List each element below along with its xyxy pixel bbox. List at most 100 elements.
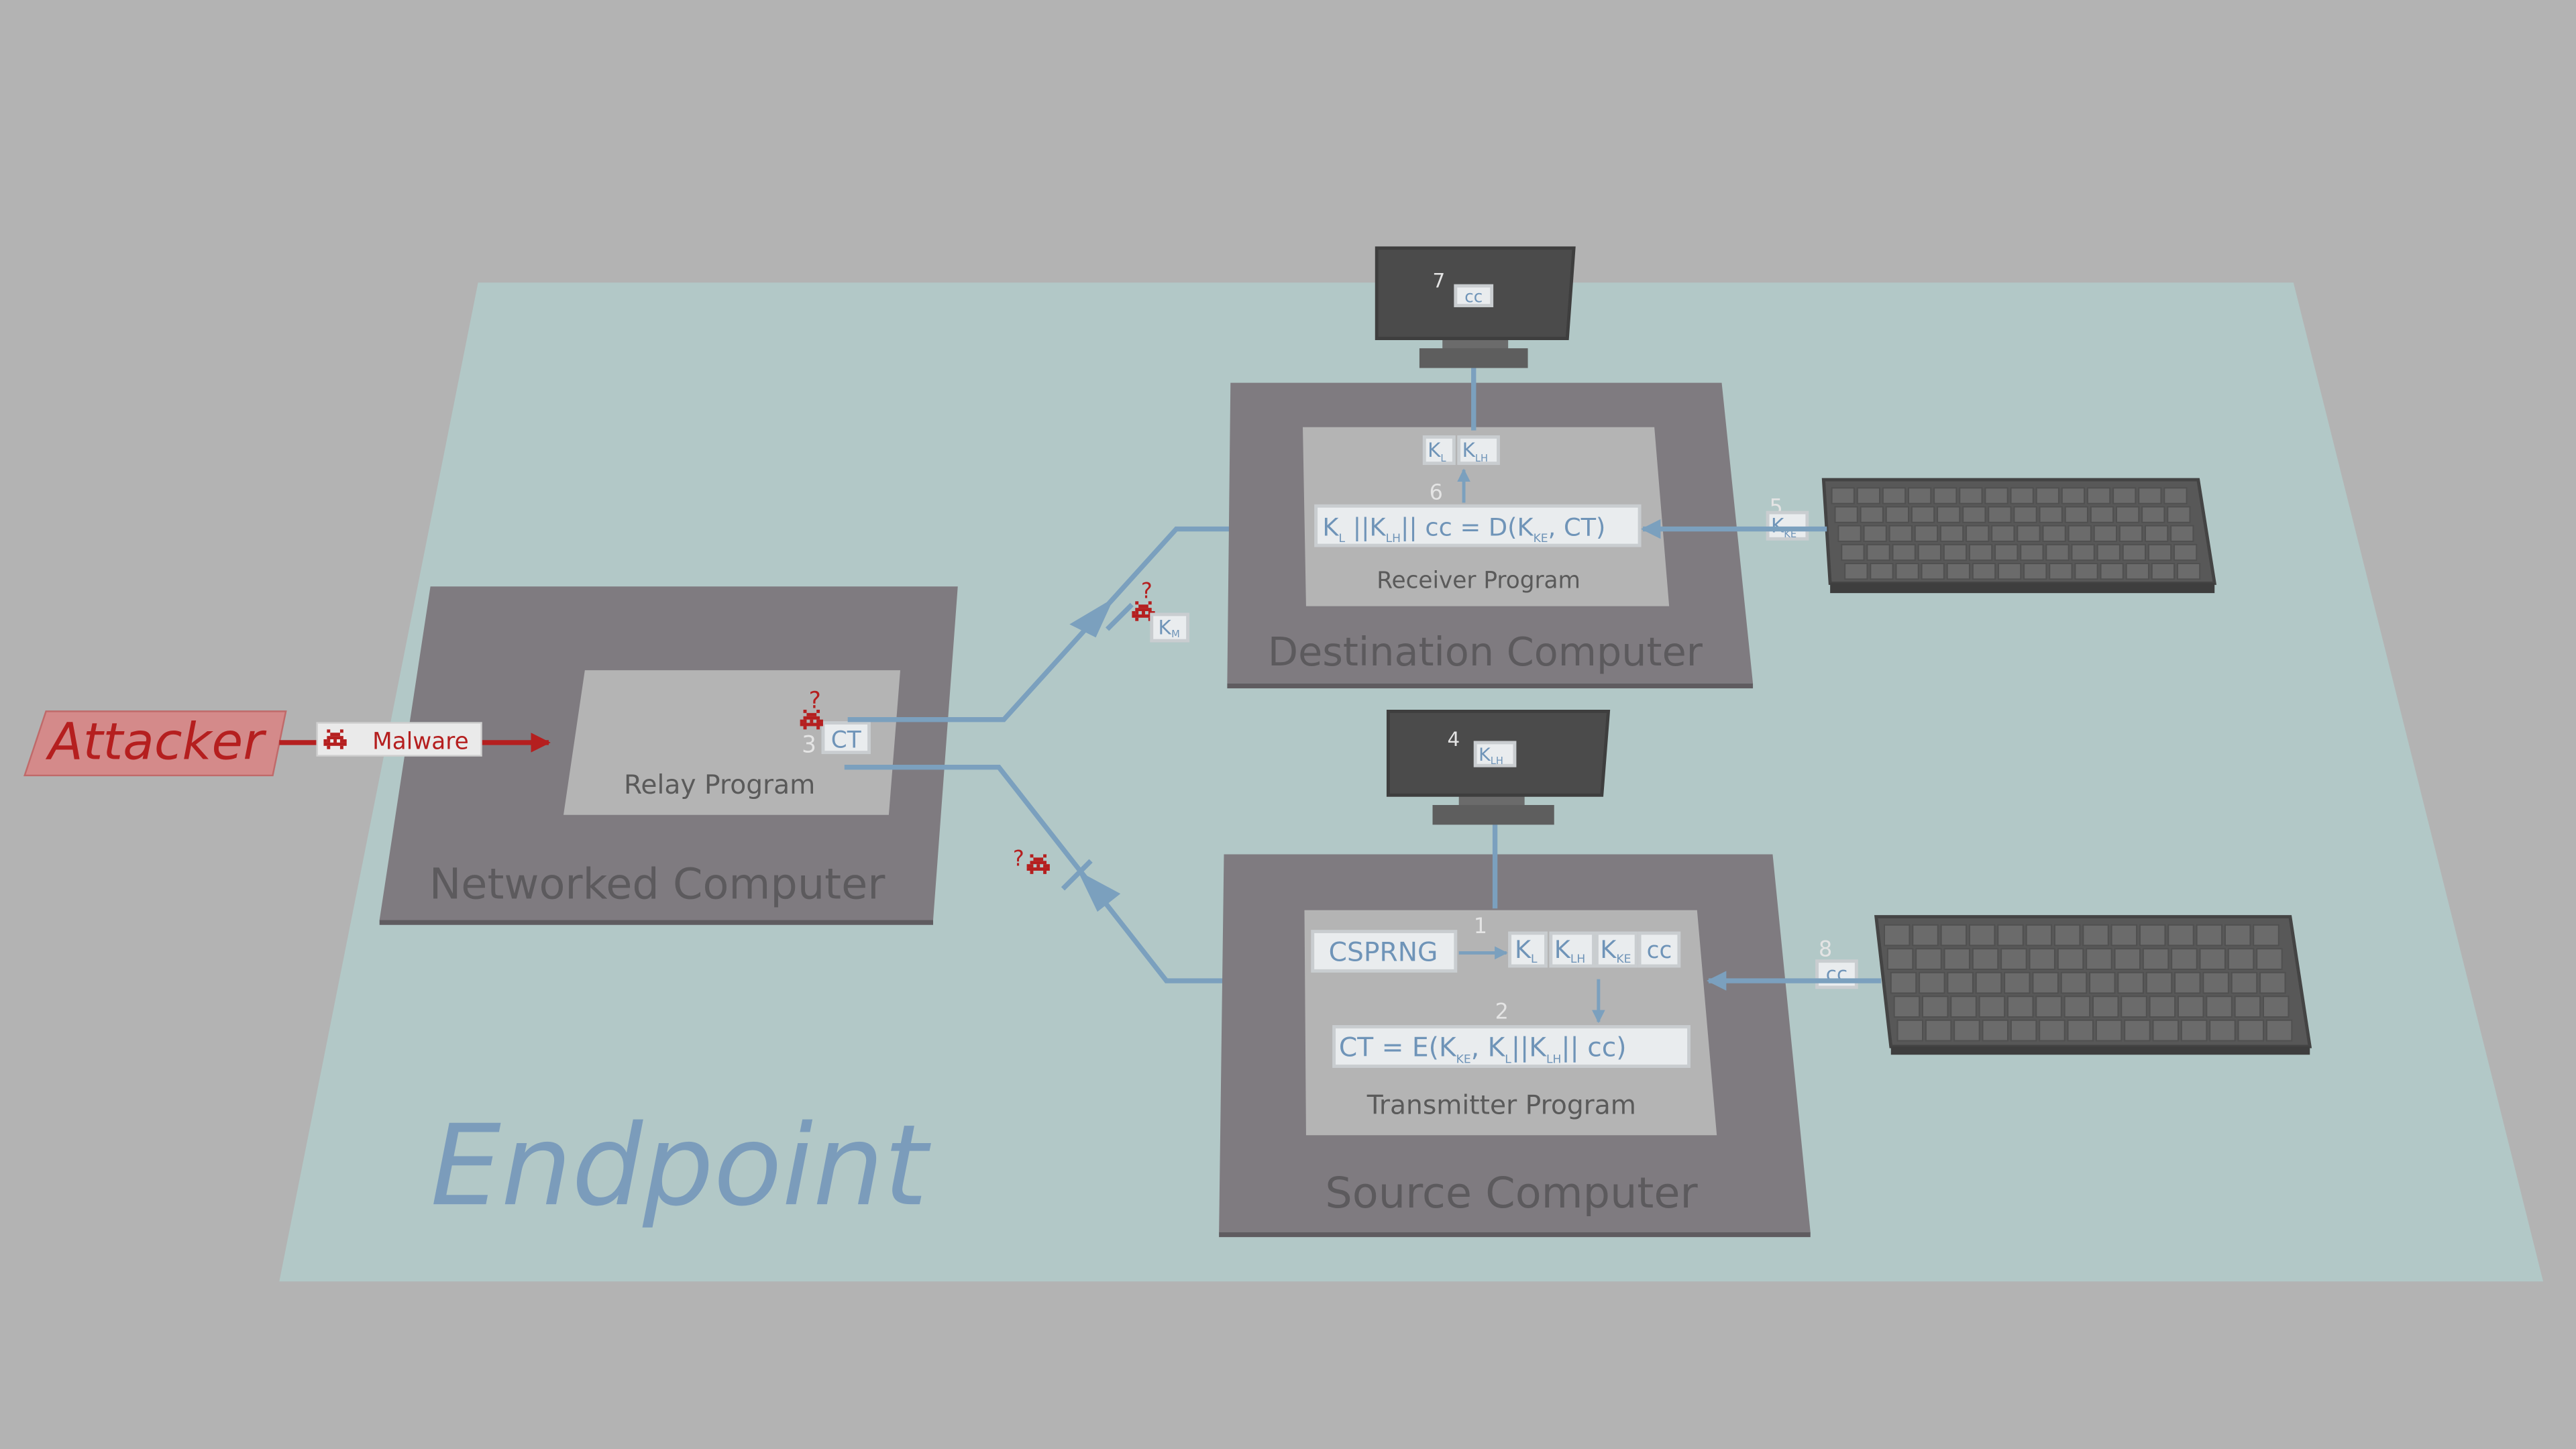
src-cc-chip xyxy=(1638,931,1681,968)
keyboard-key xyxy=(2117,971,2144,994)
keyboard-key xyxy=(1892,543,1916,561)
keyboard-key xyxy=(1866,543,1890,561)
keyboard-key xyxy=(1978,996,2006,1018)
keyboard-key xyxy=(2096,543,2121,561)
keyboard-key xyxy=(1856,487,1880,504)
keyboard-key xyxy=(2121,996,2147,1018)
csprng-text: CSPRNG xyxy=(1329,938,1438,968)
keyboard-key xyxy=(2199,948,2226,970)
keyboard-key xyxy=(2227,948,2255,970)
keyboard-key xyxy=(1922,996,1949,1018)
keyboard-key xyxy=(2000,948,2027,970)
keyboard-key xyxy=(1831,487,1855,504)
keyboard-key xyxy=(2237,1019,2264,1042)
keyboard-key xyxy=(2147,543,2172,561)
source-keyboard: 8 cc xyxy=(1707,915,2312,1055)
keyboard-key xyxy=(2152,1019,2179,1042)
keyboard-key xyxy=(1844,563,1868,580)
keyboard-key xyxy=(2045,543,2070,561)
keyboard-key xyxy=(2196,924,2223,947)
keyboard-key xyxy=(2061,487,2086,504)
keyboard-key xyxy=(2145,971,2173,994)
keyboard-key xyxy=(1968,924,1996,947)
keyboard-key xyxy=(1908,487,1932,504)
keyboard-key xyxy=(1912,924,1939,947)
keyboard-key xyxy=(1890,971,1917,994)
keyboard-key xyxy=(2167,924,2194,947)
keyboard-key xyxy=(2116,506,2140,523)
keyboard-key xyxy=(2142,948,2169,970)
receiver-program-label: Receiver Program xyxy=(1377,568,1580,594)
keyboard-key xyxy=(1919,971,1945,994)
keyboard-key xyxy=(2202,971,2229,994)
encrypt-formula: CT = E(KKE, KL||KLH|| cc) xyxy=(1339,1033,1627,1067)
monitor-cc-chip xyxy=(1454,284,1494,307)
keyboard-key xyxy=(1914,525,1939,542)
keyboard-key xyxy=(2082,924,2109,947)
diode-forward-arrow xyxy=(1069,598,1114,638)
keyboard-key xyxy=(1911,506,1935,523)
keyboard-key xyxy=(1975,971,2002,994)
keyboard-key xyxy=(1863,525,1887,542)
keyboard-key xyxy=(2145,525,2169,542)
keyboard-key xyxy=(1837,525,1862,542)
keyboard-key xyxy=(2013,506,2037,523)
keyboard-key xyxy=(2068,525,2092,542)
keyboard-key xyxy=(1933,487,1957,504)
destination-computer-title: Destination Computer xyxy=(1268,629,1703,675)
malware-chip xyxy=(316,722,482,757)
keyboard-key xyxy=(1937,506,1961,523)
keyboard-key xyxy=(2071,543,2095,561)
keyboard-key xyxy=(1982,1019,2008,1042)
endpoint-label: Endpoint xyxy=(431,1101,932,1231)
keyboard-key xyxy=(1953,1019,1980,1042)
keyboard-key xyxy=(1841,543,1865,561)
src-klh-chip xyxy=(1549,931,1595,968)
reverse-question-mark: ? xyxy=(1013,846,1024,871)
keyboard-key xyxy=(1895,563,1919,580)
keyboard-key xyxy=(2049,563,2073,580)
keyboard-key xyxy=(2023,563,2047,580)
keyboard-key xyxy=(2180,1019,2208,1042)
dest-klh-text: KLH xyxy=(1462,439,1489,464)
keyboard-key xyxy=(2224,924,2251,947)
keyboard-key xyxy=(2206,996,2233,1018)
km-question-mark: ? xyxy=(1141,578,1152,603)
keyboard-key xyxy=(2057,948,2084,970)
keyboard-key xyxy=(2010,487,2034,504)
keyboard-key xyxy=(2118,525,2143,542)
malware-label: Malware xyxy=(372,729,469,755)
keyboard-key xyxy=(1946,563,1970,580)
keyboard-key xyxy=(2151,563,2176,580)
keyboard-key xyxy=(1925,1019,1952,1042)
keyboard-key xyxy=(2020,543,2044,561)
keyboard-key xyxy=(1917,543,1941,561)
keyboard-key xyxy=(2149,996,2176,1018)
keyboard-key xyxy=(1959,487,1983,504)
keyboard-key xyxy=(2063,996,2091,1018)
km-chip xyxy=(1150,612,1190,643)
keyboard-key xyxy=(2039,506,2063,523)
keyboard-key xyxy=(1870,563,1894,580)
relay-compromise-mark: ? xyxy=(809,688,821,714)
keyboard-key xyxy=(2042,525,2066,542)
keyboard-key xyxy=(2095,1019,2123,1042)
keyboard-key xyxy=(1966,525,1990,542)
keyboard-key xyxy=(2141,506,2165,523)
keyboard-key xyxy=(2163,487,2188,504)
keyboard-key xyxy=(1888,525,1913,542)
keyboard-key xyxy=(2176,563,2201,580)
monitor-kl-text: KLH xyxy=(1479,745,1503,767)
keyboard-key xyxy=(1968,543,1993,561)
decrypt-formula-chip xyxy=(1314,504,1642,547)
step-3-number: 3 xyxy=(802,732,816,759)
relay-program-box xyxy=(564,670,901,815)
dest-klh-chip xyxy=(1457,435,1500,466)
destination-computer: Destination Computer Receiver Program KL… xyxy=(1227,303,1754,689)
keyboard-key xyxy=(2007,996,2034,1018)
keyboard-key xyxy=(2093,525,2117,542)
keyboard-key xyxy=(1947,971,1974,994)
keyboard-key xyxy=(2259,971,2286,994)
csprng-chip xyxy=(1311,930,1458,973)
